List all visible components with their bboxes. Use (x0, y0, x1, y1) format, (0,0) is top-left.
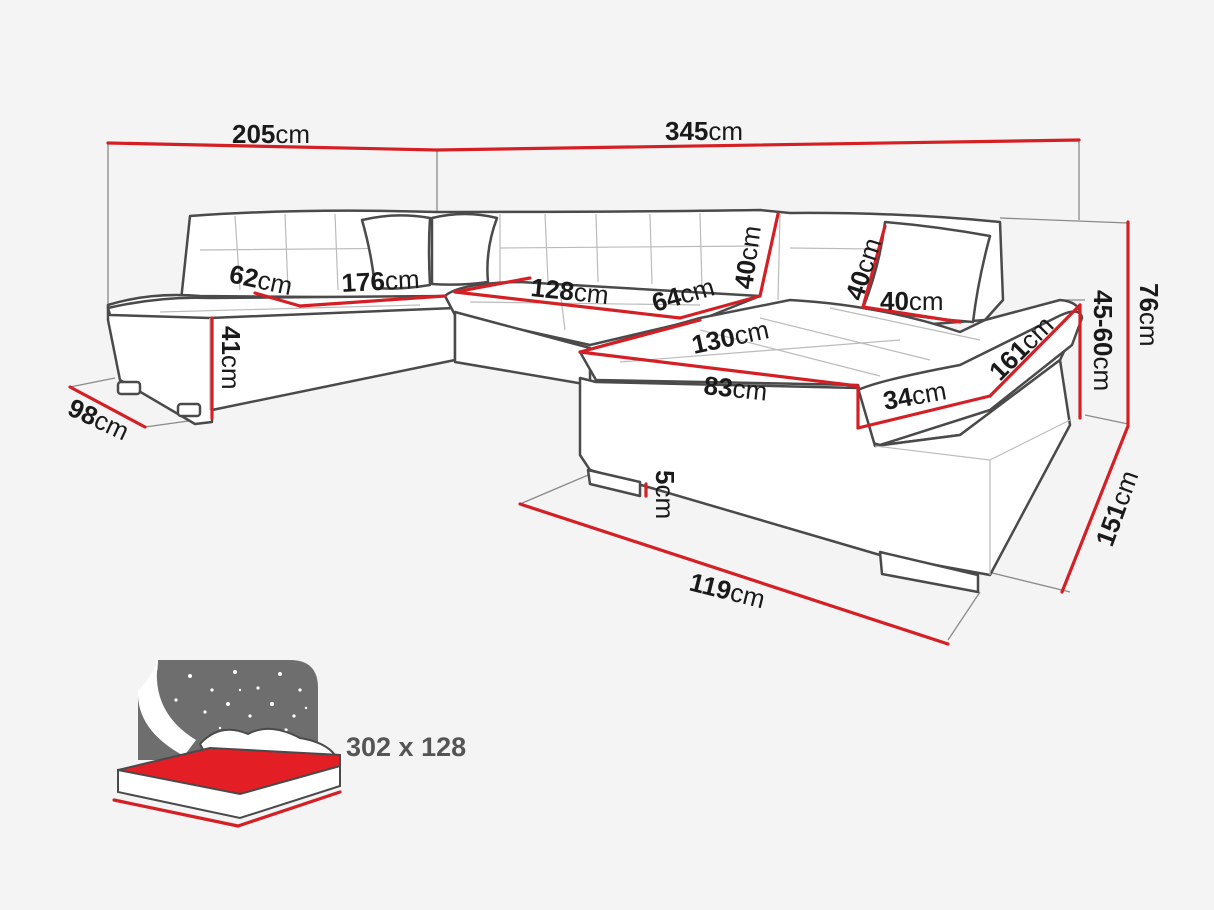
label-176: 176cm (341, 264, 421, 298)
label-5: 5cm (650, 470, 680, 519)
label-34: 34cm (881, 375, 949, 416)
pillow-right (861, 220, 992, 324)
extension-lines (69, 140, 1129, 641)
leg-left-2 (176, 402, 202, 418)
label-205: 205cm (232, 119, 310, 149)
chaise-base (578, 358, 1072, 577)
label-45-60: 45-60cm (1088, 290, 1118, 391)
leg-middle (586, 468, 642, 498)
label-76: 76cm (1134, 283, 1164, 347)
label-40-back: 40cm (728, 224, 767, 291)
label-151: 151cm (1089, 466, 1144, 550)
bed-size-label: 302 x 128 (346, 732, 466, 762)
label-128: 128cm (529, 272, 610, 310)
label-345: 345cm (665, 116, 743, 146)
label-83: 83cm (702, 370, 768, 406)
bed-base (117, 764, 341, 820)
left-armrest (106, 293, 457, 426)
leg-front (878, 550, 980, 594)
label-119: 119cm (687, 567, 769, 615)
label-41: 41cm (216, 326, 246, 390)
pillow-left-1 (360, 214, 432, 290)
label-40-pillow-w: 40cm (880, 286, 944, 316)
moon-icon (137, 660, 196, 756)
sofa-outline (106, 208, 1084, 594)
label-62: 62cm (227, 259, 295, 302)
leg-left-1 (116, 380, 142, 396)
bed-icon (112, 660, 342, 828)
pillow-left-2 (430, 212, 499, 286)
label-98: 98cm (63, 392, 133, 446)
dimension-lines (68, 138, 1130, 646)
star-icon (174, 670, 308, 732)
